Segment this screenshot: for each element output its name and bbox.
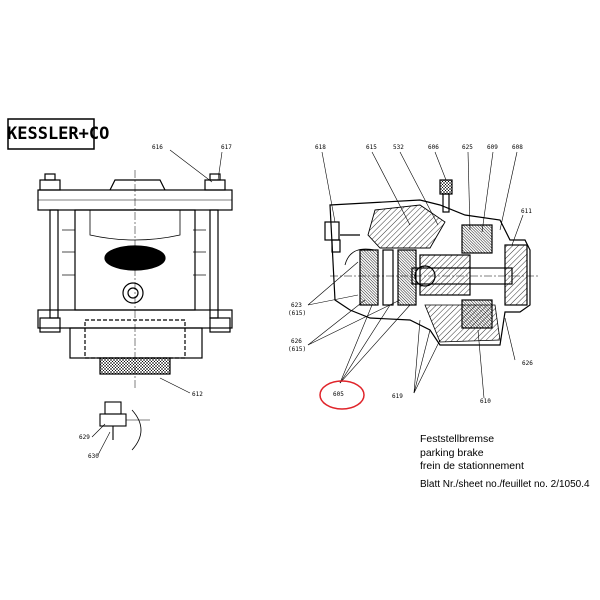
logo-text: KESSLER+CO (7, 124, 110, 144)
callout-623: 623 (291, 302, 302, 309)
callout-615: 615 (366, 144, 377, 151)
sheet-number: Blatt Nr./sheet no./feuillet no. 2/1050.… (420, 478, 590, 490)
callout-606: 606 (428, 144, 439, 151)
callout-612: 612 (192, 391, 203, 398)
callout-626-left: 626 (291, 338, 302, 345)
callout-616: 616 (152, 144, 163, 151)
callout-605: 605 (333, 391, 344, 398)
logo-frame (7, 118, 95, 150)
callout-609: 609 (487, 144, 498, 151)
title-german: Feststellbremse (420, 433, 495, 445)
callout-608: 608 (512, 144, 523, 151)
highlight-circle-605 (319, 380, 365, 410)
left-leader-lines (91, 149, 223, 456)
right-leader-lines (307, 151, 524, 399)
callout-619: 619 (392, 393, 403, 400)
title-french: frein de stationnement (420, 460, 524, 472)
callout-623-sub: (615) (288, 310, 307, 317)
callout-626-left-sub: (615) (288, 346, 307, 353)
right-view (324, 179, 540, 346)
left-bolt-detail (99, 401, 150, 451)
callout-610: 610 (480, 398, 491, 405)
callout-630: 630 (88, 453, 99, 460)
title-block: Feststellbremse parking brake frein de s… (420, 433, 598, 491)
kessler-logo: KESSLER+CO (7, 118, 110, 150)
callout-532: 532 (393, 144, 404, 151)
callout-618: 618 (315, 144, 326, 151)
callout-611: 611 (521, 208, 532, 215)
callout-626-right: 626 (522, 360, 533, 367)
title-english: parking brake (420, 446, 484, 459)
callout-617: 617 (221, 144, 232, 151)
callout-625: 625 (462, 144, 473, 151)
left-view (37, 170, 233, 390)
callout-629: 629 (79, 434, 90, 441)
left-top-bolts (39, 173, 226, 191)
